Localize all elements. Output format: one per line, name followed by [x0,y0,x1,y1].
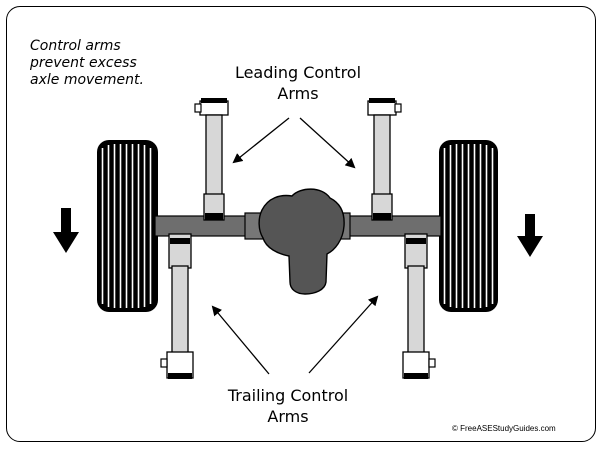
down-arrow-icon [517,214,543,257]
leading-control-arms-label: Leading Control Arms [208,62,388,104]
arrow-pointer-icon [232,117,290,164]
differential-housing [258,188,345,295]
arrow-pointer-icon [299,117,356,169]
trailing-label-line-1: Trailing Control [227,386,349,405]
right-tire [439,140,498,312]
arrow-pointer-icon [211,305,270,375]
trailing-control-arms-label: Trailing Control Arms [198,385,378,427]
down-arrow-icon [53,208,79,253]
leading-label-line-2: Arms [277,84,319,103]
note-line-3: axle movement. [30,72,144,88]
note-line-2: prevent excess [30,55,137,71]
control-arms-note: Control arms prevent excess axle movemen… [30,38,190,89]
leading-control-arm-left [194,98,229,221]
trailing-control-arm-left [160,233,194,379]
trailing-control-arm-right [402,233,436,379]
copyright-credit: © FreeASEStudyGuides.com [452,424,556,433]
arrow-pointer-icon [308,295,379,374]
trailing-label-line-2: Arms [267,407,309,426]
leading-control-arm-right [367,98,402,221]
left-tire [97,140,158,312]
note-line-1: Control arms [30,38,121,54]
leading-label-line-1: Leading Control [234,63,362,82]
